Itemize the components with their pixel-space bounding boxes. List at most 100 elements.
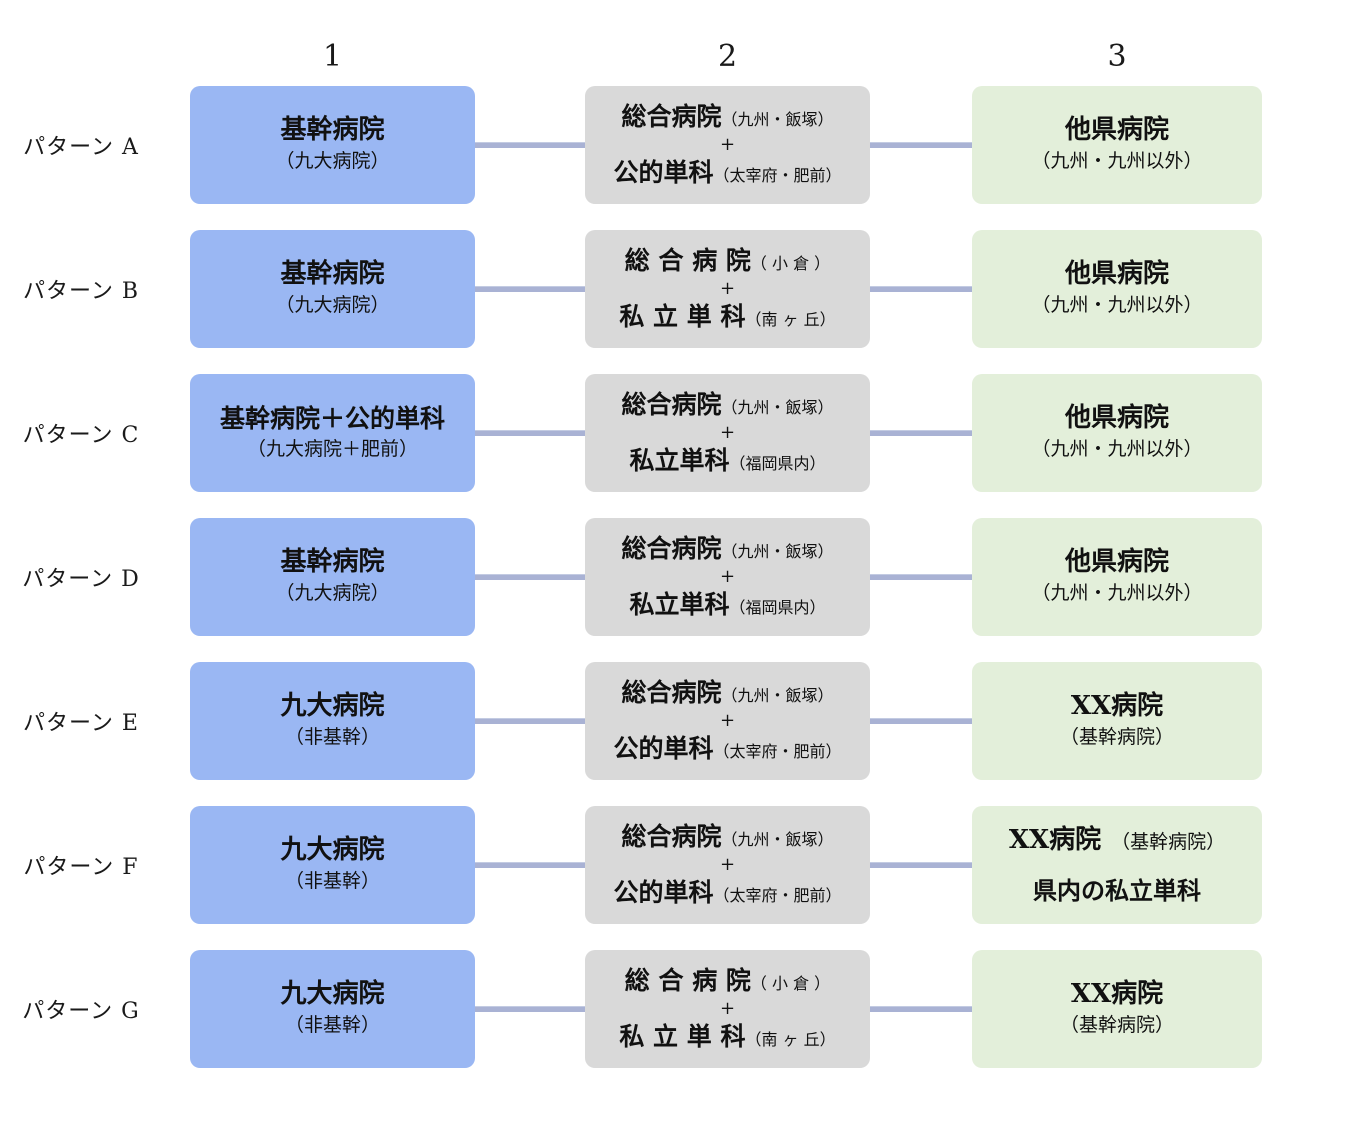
hospital-sub: （太宰府・肥前） bbox=[713, 165, 842, 185]
hospital-title: 他県病院 bbox=[1064, 546, 1169, 577]
hospital-sub: （ 小 倉 ） bbox=[750, 973, 831, 993]
connector-line bbox=[870, 574, 972, 580]
plus-sign: + bbox=[719, 854, 736, 876]
stage3-box: 他県病院 （九州・九州以外） bbox=[972, 374, 1262, 492]
pattern-row-b: パターン B 基幹病院 （九大病院） 総 合 病 院（ 小 倉 ） + 私 立 … bbox=[0, 230, 1350, 348]
hospital-sub: （太宰府・肥前） bbox=[713, 885, 842, 905]
hospital-sub: （基幹病院） bbox=[1059, 1014, 1174, 1037]
hospital-title: 私立単科 bbox=[629, 445, 730, 475]
pattern-row-e: パターン E 九大病院 （非基幹） 総合病院（九州・飯塚） + 公的単科（太宰府… bbox=[0, 662, 1350, 780]
hospital-title: XX病院 bbox=[1070, 690, 1164, 721]
stage2-line2: 私 立 単 科（南 ヶ 丘） bbox=[619, 302, 836, 332]
hospital-title: 他県病院 bbox=[1064, 402, 1169, 433]
hospital-sub: （九大病院） bbox=[275, 582, 390, 605]
plus-sign: + bbox=[719, 998, 736, 1020]
stage2-line1: 総合病院（九州・飯塚） bbox=[621, 821, 834, 852]
stage2-line1: 総合病院（九州・飯塚） bbox=[621, 390, 834, 420]
column-header-row: 1 2 3 bbox=[0, 0, 1350, 86]
hospital-sub: （九州・飯塚） bbox=[721, 829, 834, 849]
hospital-sub: （九州・飯塚） bbox=[721, 541, 834, 561]
hospital-title: 総合病院 bbox=[621, 101, 722, 131]
connector-line bbox=[475, 862, 585, 868]
connector-line bbox=[870, 286, 972, 292]
pattern-label: パターン D bbox=[22, 567, 140, 592]
connector-line bbox=[475, 574, 585, 580]
pattern-label: パターン F bbox=[23, 855, 139, 880]
stage2-line2: 公的単科（太宰府・肥前） bbox=[613, 733, 842, 764]
pattern-row-a: パターン A 基幹病院 （九大病院） 総合病院（九州・飯塚） + 公的単科（太宰… bbox=[0, 86, 1350, 204]
column-header-2: 2 bbox=[717, 38, 738, 74]
pattern-row-f: パターン F 九大病院 （非基幹） 総合病院（九州・飯塚） + 公的単科（太宰府… bbox=[0, 806, 1350, 924]
hospital-title: 総合病院 bbox=[621, 821, 722, 851]
stage1-box: 基幹病院＋公的単科 （九大病院＋肥前） bbox=[190, 374, 475, 492]
hospital-title: XX病院（基幹病院） bbox=[1008, 825, 1226, 856]
hospital-sub: （九州・九州以外） bbox=[1031, 582, 1203, 605]
hospital-sub: （非基幹） bbox=[284, 870, 380, 893]
stage2-line2: 公的単科（太宰府・肥前） bbox=[613, 877, 842, 908]
connector-line bbox=[475, 286, 585, 292]
stage2-line2: 私 立 単 科（南 ヶ 丘） bbox=[619, 1021, 836, 1052]
connector-line bbox=[475, 430, 585, 436]
hospital-sub: （南 ヶ 丘） bbox=[745, 1029, 836, 1049]
hospital-sub: （南 ヶ 丘） bbox=[745, 309, 836, 329]
hospital-sub: （福岡県内） bbox=[729, 453, 826, 473]
hospital-line2: 県内の私立単科 bbox=[1033, 875, 1201, 905]
stage3-box: XX病院 （基幹病院） bbox=[972, 662, 1262, 780]
hospital-title: 他県病院 bbox=[1064, 114, 1169, 145]
hospital-sub: （九州・飯塚） bbox=[721, 397, 834, 417]
hospital-sub: （非基幹） bbox=[284, 1014, 380, 1037]
stage2-line2: 公的単科（太宰府・肥前） bbox=[613, 158, 842, 188]
column-header-1: 1 bbox=[322, 38, 343, 74]
stage1-box: 基幹病院 （九大病院） bbox=[190, 518, 475, 636]
stage3-box: XX病院 （基幹病院） bbox=[972, 950, 1262, 1068]
connector-line bbox=[475, 1006, 585, 1012]
stage2-line1: 総合病院（九州・飯塚） bbox=[621, 101, 833, 132]
connector-line bbox=[870, 430, 972, 436]
stage2-box: 総 合 病 院（ 小 倉 ） + 私 立 単 科（南 ヶ 丘） bbox=[585, 950, 870, 1068]
hospital-sub: （九州・飯塚） bbox=[721, 685, 834, 705]
stage2-line1: 総合病院（九州・飯塚） bbox=[621, 678, 834, 708]
connector-line bbox=[870, 142, 972, 148]
plus-sign: + bbox=[719, 566, 736, 588]
connector-line bbox=[870, 862, 972, 868]
pattern-row-c: パターン C 基幹病院＋公的単科 （九大病院＋肥前） 総合病院（九州・飯塚） +… bbox=[0, 374, 1350, 492]
stage1-box: 基幹病院 （九大病院） bbox=[190, 86, 475, 204]
pattern-row-g: パターン G 九大病院 （非基幹） 総 合 病 院（ 小 倉 ） + 私 立 単… bbox=[0, 950, 1350, 1068]
hospital-sub: （太宰府・肥前） bbox=[713, 741, 842, 761]
stage2-line1: 総合病院（九州・飯塚） bbox=[621, 533, 834, 564]
stage3-box: 他県病院 （九州・九州以外） bbox=[972, 518, 1262, 636]
stage1-box: 九大病院 （非基幹） bbox=[190, 950, 475, 1068]
hospital-inline-sub: （基幹病院） bbox=[1111, 831, 1226, 854]
hospital-title: 総合病院 bbox=[621, 533, 722, 563]
hospital-title: XX病院 bbox=[1070, 978, 1164, 1009]
stage2-line1: 総 合 病 院（ 小 倉 ） bbox=[625, 246, 830, 276]
plus-sign: + bbox=[719, 134, 736, 156]
hospital-sub: （福岡県内） bbox=[729, 597, 826, 617]
hospital-title: 他県病院 bbox=[1064, 258, 1169, 289]
hospital-title: 基幹病院 bbox=[280, 114, 385, 145]
stage2-box: 総合病院（九州・飯塚） + 私立単科（福岡県内） bbox=[585, 518, 870, 636]
stage1-box: 基幹病院 （九大病院） bbox=[190, 230, 475, 348]
stage2-box: 総合病院（九州・飯塚） + 公的単科（太宰府・肥前） bbox=[585, 662, 870, 780]
plus-sign: + bbox=[719, 422, 736, 444]
stage2-box: 総合病院（九州・飯塚） + 公的単科（太宰府・肥前） bbox=[585, 806, 870, 924]
hospital-sub: （非基幹） bbox=[284, 726, 380, 749]
hospital-title: 私立単科 bbox=[629, 589, 730, 619]
hospital-sub: （九州・九州以外） bbox=[1031, 294, 1203, 317]
plus-sign: + bbox=[719, 710, 736, 732]
hospital-title: 基幹病院＋公的単科 bbox=[219, 403, 445, 433]
hospital-sub: （九大病院） bbox=[275, 150, 390, 173]
stage2-line2: 私立単科（福岡県内） bbox=[629, 589, 826, 620]
connector-line bbox=[870, 718, 972, 724]
stage2-box: 総合病院（九州・飯塚） + 私立単科（福岡県内） bbox=[585, 374, 870, 492]
pattern-label: パターン C bbox=[22, 423, 140, 448]
hospital-title: 九大病院 bbox=[280, 690, 385, 721]
stage2-box: 総 合 病 院（ 小 倉 ） + 私 立 単 科（南 ヶ 丘） bbox=[585, 230, 870, 348]
pattern-label: パターン A bbox=[23, 135, 139, 160]
hospital-title: 公的単科 bbox=[613, 877, 714, 907]
hospital-title: 公的単科 bbox=[613, 733, 714, 763]
hospital-title: 私 立 単 科 bbox=[619, 1021, 746, 1051]
hospital-title: 九大病院 bbox=[280, 978, 385, 1009]
pattern-row-d: パターン D 基幹病院 （九大病院） 総合病院（九州・飯塚） + 私立単科（福岡… bbox=[0, 518, 1350, 636]
